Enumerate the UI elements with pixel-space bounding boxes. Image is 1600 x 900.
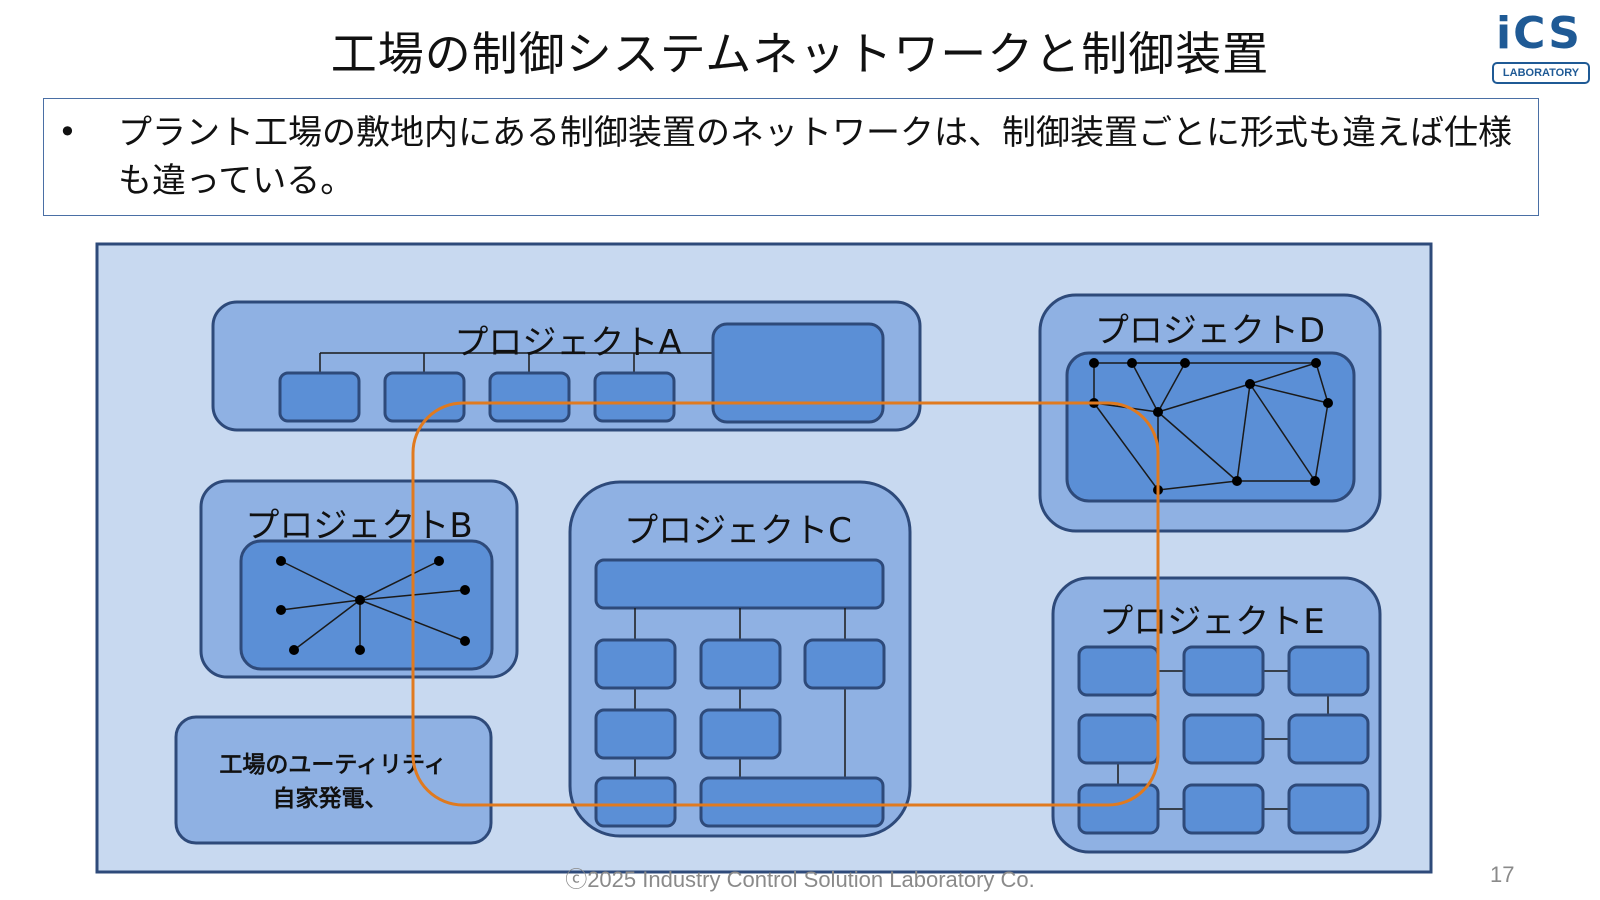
project-e-label: プロジェクトE (1099, 602, 1324, 642)
project-e-device (1077, 645, 1160, 697)
project-a-device (593, 371, 676, 423)
utility-line1: 工場のユーティリティ (219, 752, 446, 778)
project-c-device (594, 638, 677, 690)
project-a-device (383, 371, 466, 423)
bullet-marker: • (58, 113, 77, 151)
ics-logo: iCS LABORATORY (1492, 8, 1590, 84)
project-a-server (711, 322, 885, 424)
project-c-device-wide (699, 776, 885, 828)
project-e-device (1182, 645, 1265, 697)
slide-title: 工場の制御システムネットワークと制御装置 (330, 27, 1270, 81)
project-c-device (594, 708, 677, 760)
project-e-device (1287, 713, 1370, 765)
project-c-bus (594, 558, 885, 610)
project-a-label: プロジェクトA (454, 323, 681, 363)
footer-copyright: ⓒ2025 Industry Control Solution Laborato… (565, 867, 1035, 892)
project-a-device (278, 371, 361, 423)
logo-main-text: iCS (1496, 8, 1582, 59)
project-e-device (1287, 645, 1370, 697)
project-a-device (488, 371, 571, 423)
project-e-device (1182, 713, 1265, 765)
bullet-text: プラント工場の敷地内にある制御装置のネットワークは、制御装置ごとに形式も違えば仕… (118, 113, 1512, 201)
project-b-label: プロジェクトB (245, 506, 472, 546)
project-e-device (1077, 713, 1160, 765)
project-d: プロジェクトD (1038, 293, 1382, 533)
project-c-label: プロジェクトC (624, 511, 852, 551)
utility-line2: 自家発電、 (273, 785, 388, 812)
project-a: プロジェクトA (211, 300, 922, 432)
highlight-boundary (411, 401, 1160, 807)
project-c-device (699, 708, 782, 760)
project-d-label: プロジェクトD (1095, 311, 1325, 351)
project-e-device (1077, 783, 1160, 835)
logo-sub-text: LABORATORY (1492, 62, 1590, 84)
bullet-box: • プラント工場の敷地内にある制御装置のネットワークは、制御装置ごとに形式も違え… (43, 98, 1539, 216)
project-e-device (1182, 783, 1265, 835)
project-c-device (803, 638, 886, 690)
page-number: 17 (1490, 862, 1515, 887)
project-c-device (699, 638, 782, 690)
project-b: プロジェクトB (199, 479, 519, 679)
utility-box: 工場のユーティリティ 自家発電、 (174, 715, 493, 845)
project-e: プロジェクトE (1051, 576, 1382, 854)
project-e-device (1287, 783, 1370, 835)
project-c-device (594, 776, 677, 828)
project-c: プロジェクトC (568, 480, 912, 838)
